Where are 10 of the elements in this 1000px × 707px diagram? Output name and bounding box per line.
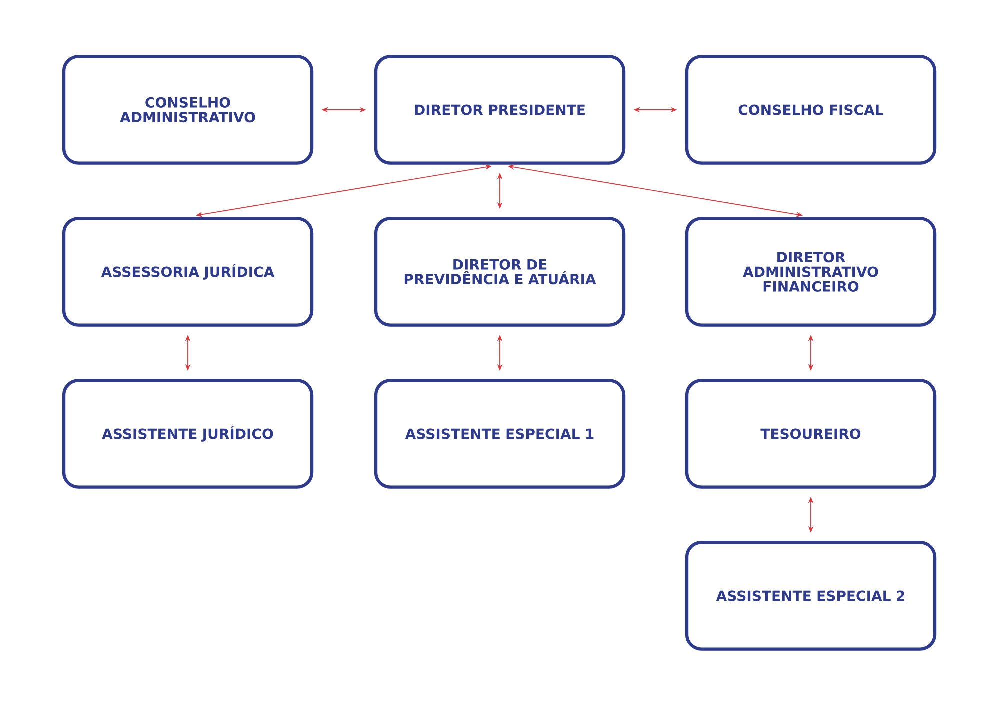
org-box: CONSELHO ADMINISTRATIVO [62,55,314,165]
org-box: ASSISTENTE ESPECIAL 2 [685,541,937,651]
org-box: DIRETOR ADMINISTRATIVO FINANCEIRO [685,217,937,327]
org-box: DIRETOR PRESIDENTE [374,55,626,165]
org-box: ASSESSORIA JURÍDICA [62,217,314,327]
org-box: TESOUREIRO [685,379,937,489]
org-box: ASSISTENTE JURÍDICO [62,379,314,489]
org-box: DIRETOR DE PREVIDÊNCIA E ATUÁRIA [374,217,626,327]
org-box: CONSELHO FISCAL [685,55,937,165]
org-box: ASSISTENTE ESPECIAL 1 [374,379,626,489]
